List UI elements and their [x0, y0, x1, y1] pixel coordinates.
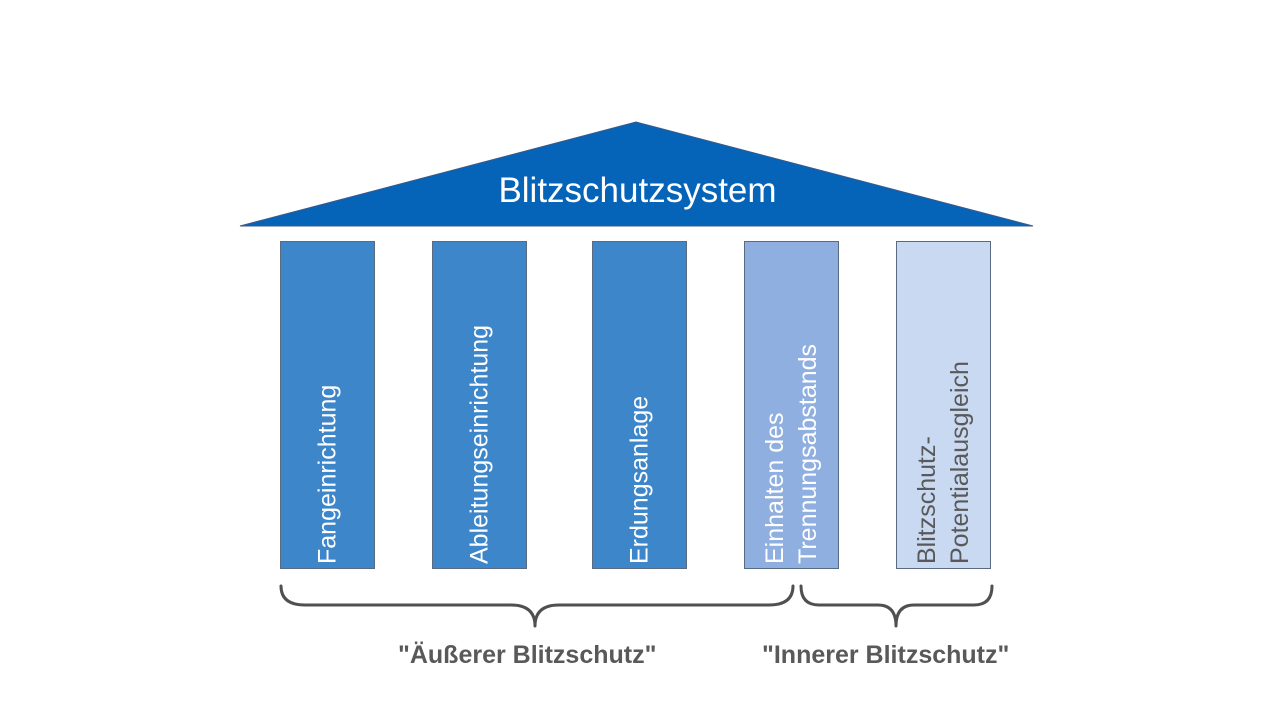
outer-brace	[279, 584, 795, 628]
inner-brace	[799, 584, 994, 628]
pillar-erdungsanlage: Erdungsanlage	[592, 241, 687, 569]
roof-title: Blitzschutzsystem	[498, 171, 777, 210]
group-label-inner: "Innerer Blitzschutz"	[762, 641, 1010, 669]
pillar-potentialausgleich: Blitzschutz- Potentialausgleich	[896, 241, 991, 569]
pillar-ableitungseinrichtung: Ableitungseinrichtung	[432, 241, 527, 569]
group-label-outer: "Äußerer Blitzschutz"	[398, 641, 657, 669]
roof-triangle	[239, 121, 1034, 227]
pillar-fangeinrichtung: Fangeinrichtung	[280, 241, 375, 569]
pillar-trennungsabstand: Einhalten des Trennungsabstands	[744, 241, 839, 569]
